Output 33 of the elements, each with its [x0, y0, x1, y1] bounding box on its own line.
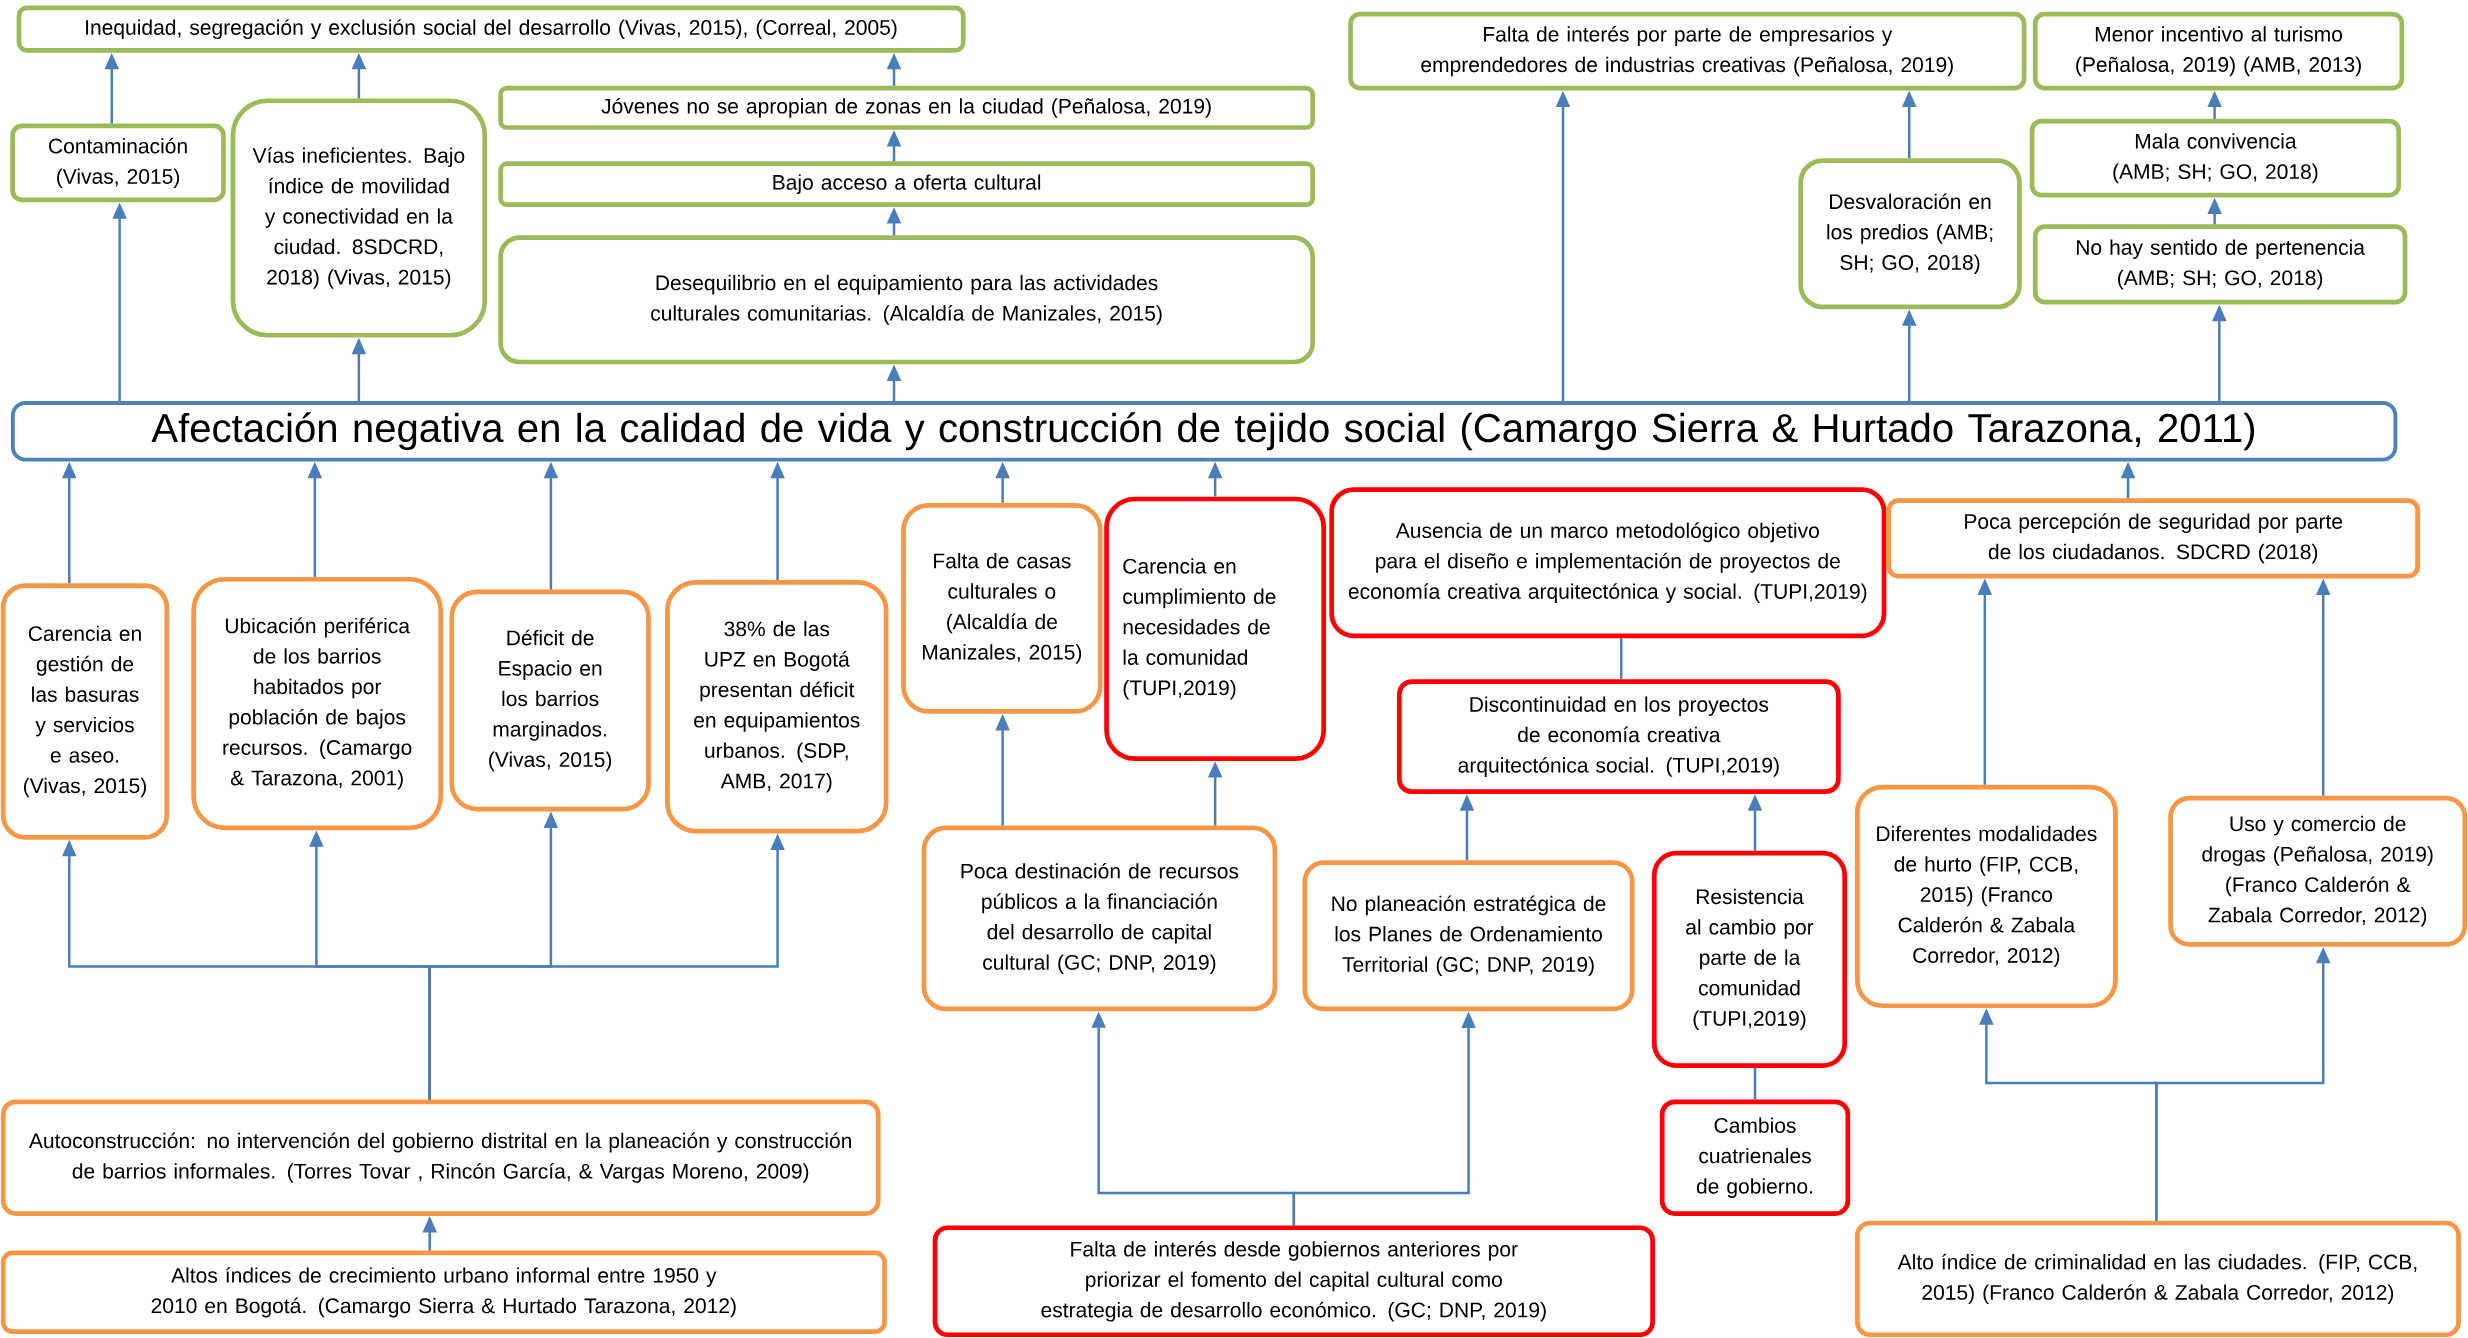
cause-box: Cambios cuatrienales de gobierno. — [1659, 1099, 1851, 1216]
connector-line — [1753, 1068, 1757, 1100]
cause-box: 38% de las UPZ en Bogotá presentan déficit en equipamientos urbanos. (SDP, AMB, 2017) — [665, 580, 889, 834]
effect-box: Menor incentivo al turismo (Peñalosa, 2019) (AMB, 2013) — [2032, 11, 2405, 91]
cause-box: No planeación estratégica de los Planes de Ordenamiento Territorial (GC; DNP, 2019) — [1302, 860, 1635, 1012]
cause-box: Carencia en cumplimiento de necesidades de la comunidad (TUPI,2019) — [1104, 496, 1327, 762]
effect-box: Falta de interés por parte de empresarios y emprendedores de industrias creativas (Peñalosa, 2019) — [1348, 11, 2027, 91]
cause-box: Discontinuidad en los proyectos de economía creativa arquitectónica social. (TUPI,2019) — [1397, 679, 1841, 795]
effect-box: Bajo acceso a oferta cultural — [498, 161, 1315, 207]
connector-line — [1619, 638, 1623, 680]
cause-box: Ausencia de un marco metodológico objetivo para el diseño e implementación de proyectos de economía creativa arquitectónica y social. (TUPI,2019) — [1329, 487, 1887, 639]
cause-box: Diferentes modalidades de hurto (FIP, CCB, 2015) (Franco Calderón & Zabala Corredor, 2012) — [1855, 784, 2118, 1009]
cause-box: Autoconstrucción: no intervención del gobierno distrital en la planeación y construcción de barrios informales. (Torres Tovar , Rincón García, & Vargas Moreno, 2009) — [0, 1099, 881, 1216]
cause-box: Déficit de Espacio en los barrios marginados. (Vivas, 2015) — [449, 589, 651, 812]
cause-box: Poca destinación de recursos públicos a la financiación del desarrollo de capital cultural (GC; DNP, 2019) — [921, 825, 1278, 1012]
effect-box: Jóvenes no se apropian de zonas en la ciudad (Peñalosa, 2019) — [498, 85, 1315, 130]
effect-box: Contaminación (Vivas, 2015) — [10, 123, 226, 203]
cause-box: Poca percepción de seguridad por parte de los ciudadanos. SDCRD (2018) — [1886, 498, 2420, 579]
effect-box: Mala convivencia (AMB; SH; GO, 2018) — [2029, 118, 2402, 198]
effect-box: Desvaloración en los predios (AMB; SH; GO, 2018) — [1798, 158, 2022, 310]
problem-box: Afectación negativa en la calidad de vida y construcción de tejido social (Camargo Sierra & Hurtado Tarazona, 2011) — [10, 401, 2398, 462]
cause-box: Resistencia al cambio por parte de la comunidad (TUPI,2019) — [1651, 850, 1848, 1068]
cause-box: Altos índices de crecimiento urbano informal entre 1950 y 2010 en Bogotá. (Camargo Sierra & Hurtado Tarazona, 2012) — [0, 1250, 887, 1334]
cause-box: Falta de casas culturales o (Alcaldía de Manizales, 2015) — [901, 502, 1103, 714]
cause-box: Carencia en gestión de las basuras y servicios e aseo. (Vivas, 2015) — [0, 583, 170, 840]
effect-box: Inequidad, segregación y exclusión social del desarrollo (Vivas, 2015), (Correal, 2005) — [16, 5, 966, 53]
cause-box: Alto índice de criminalidad en las ciudades. (FIP, CCB, 2015) (Franco Calderón & Zabala Corredor, 2012) — [1855, 1220, 2461, 1338]
effect-box: No hay sentido de pertenencia (AMB; SH; GO, 2018) — [2032, 224, 2408, 305]
cause-box: Uso y comercio de drogas (Peñalosa, 2019) (Franco Calderón & Zabala Corredor, 2012) — [2168, 795, 2468, 947]
cause-box: Ubicación periférica de los barrios habitados por población de bajos recursos. (Camargo & Tarazona, 2001) — [191, 576, 444, 831]
effect-box: Desequilibrio en el equipamiento para las actividades culturales comunitarias. (Alcaldía de Manizales, 2015) — [498, 235, 1315, 365]
effect-box: Vías ineficientes. Bajo índice de movilidad y conectividad en la ciudad. 8SDCRD, 2018) (Vivas, 2015) — [230, 98, 488, 338]
cause-box: Falta de interés desde gobiernos anteriores por priorizar el fomento del capital cultural como estrategia de desarrollo económico. (GC; DNP, 2019) — [932, 1225, 1655, 1338]
